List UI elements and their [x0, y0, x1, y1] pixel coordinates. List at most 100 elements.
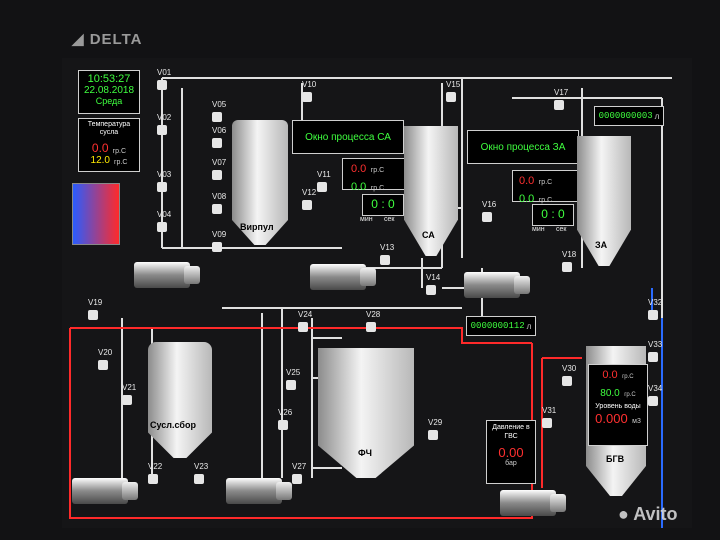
avito-watermark-text: Avito: [633, 504, 678, 524]
whirlpool-label: Вирпул: [240, 222, 274, 232]
flow-meter-mid-value: 0000000112: [470, 321, 525, 331]
valve-v04[interactable]: [157, 222, 167, 232]
wort-temp-panel: Температура сусла 0.0 гр.С 12.0 гр.С: [78, 118, 140, 172]
valve-label-v22: V22: [148, 462, 163, 471]
valve-v13[interactable]: [380, 255, 390, 265]
window-za-unit1: гр.С: [538, 179, 553, 186]
valve-v05[interactable]: [212, 112, 222, 122]
valve-v29[interactable]: [428, 430, 438, 440]
valve-v06[interactable]: [212, 138, 222, 148]
valve-v21[interactable]: [122, 395, 132, 405]
valve-v07[interactable]: [212, 170, 222, 180]
valve-v16[interactable]: [482, 212, 492, 222]
pump-1[interactable]: [134, 262, 200, 288]
valve-v17[interactable]: [554, 100, 564, 110]
window-sa-unit1: гр.С: [370, 167, 385, 174]
bgv-level-unit: м3: [632, 418, 641, 425]
valve-v01[interactable]: [157, 80, 167, 90]
pump-6[interactable]: [500, 490, 566, 516]
brand-text: DELTA: [89, 31, 143, 48]
bgv-temp2: 80.0: [600, 388, 620, 399]
window-za-unit2: гр.С: [538, 197, 553, 204]
valve-v27[interactable]: [292, 474, 302, 484]
pump-3[interactable]: [464, 272, 530, 298]
valve-label-v29: V29: [428, 418, 443, 427]
valve-label-v07: V07: [212, 158, 227, 167]
sa-label: СА: [422, 230, 435, 240]
valve-label-v27: V27: [292, 462, 307, 471]
wort-temp-unit-2: гр.С: [114, 159, 128, 166]
bgv-panel: 0.0 гр.С 80.0 гр.С Уровень воды 0.000 м3: [588, 364, 648, 446]
valve-v15[interactable]: [446, 92, 456, 102]
fch-label: ФЧ: [358, 448, 372, 458]
window-za-title[interactable]: Окно процесса ЗА: [467, 130, 579, 164]
window-sa-temp1: 0.0: [351, 163, 367, 175]
valve-v12[interactable]: [302, 200, 312, 210]
valve-label-v34: V34: [648, 384, 663, 393]
flow-meter-mid: 0000000112 л: [466, 316, 536, 336]
valve-label-v15: V15: [446, 80, 461, 89]
valve-label-v06: V06: [212, 126, 227, 135]
valve-v26[interactable]: [278, 420, 288, 430]
valve-v11[interactable]: [317, 182, 327, 192]
window-sa-timer: 0 : 0: [362, 194, 404, 216]
valve-v22[interactable]: [148, 474, 158, 484]
valve-v02[interactable]: [157, 125, 167, 135]
valve-v10[interactable]: [302, 92, 312, 102]
valve-v33[interactable]: [648, 352, 658, 362]
window-sa-temp2: 0.0: [351, 181, 367, 193]
valve-label-v13: V13: [380, 243, 395, 252]
valve-v24[interactable]: [298, 322, 308, 332]
valve-label-v26: V26: [278, 408, 293, 417]
valve-v25[interactable]: [286, 380, 296, 390]
valve-v30[interactable]: [562, 376, 572, 386]
bgv-temp1: 0.0: [602, 369, 618, 381]
valve-v32[interactable]: [648, 310, 658, 320]
valve-label-v16: V16: [482, 200, 497, 209]
valve-label-v12: V12: [302, 188, 317, 197]
window-sa-title-text: Окно процесса СА: [305, 131, 391, 143]
valve-v03[interactable]: [157, 182, 167, 192]
clock-date: 22.08.2018: [83, 85, 135, 96]
fch-tank: [318, 348, 414, 478]
valve-label-v01: V01: [157, 68, 172, 77]
pump-2[interactable]: [310, 264, 376, 290]
valve-label-v08: V08: [212, 192, 227, 201]
valve-v28[interactable]: [366, 322, 376, 332]
flow-meter-top: 0000000003 л: [594, 106, 664, 126]
valve-label-v24: V24: [298, 310, 313, 319]
wort-temp-setpoint[interactable]: 12.0: [90, 155, 110, 166]
valve-v23[interactable]: [194, 474, 204, 484]
pressure-panel: Давление в ГВС 0.00 бар: [486, 420, 536, 484]
valve-label-v04: V04: [157, 210, 172, 219]
valve-label-v19: V19: [88, 298, 103, 307]
wort-temp-actual: 0.0: [91, 141, 109, 155]
valve-label-v14: V14: [426, 273, 441, 282]
valve-label-v05: V05: [212, 100, 227, 109]
clock-panel: 10:53:27 22.08.2018 Среда: [78, 70, 140, 114]
sa-tank: [404, 126, 458, 256]
window-za-temps: 0.0 гр.С 0.0 гр.С: [512, 170, 582, 205]
window-za-min: 0: [541, 207, 548, 221]
pump-5[interactable]: [226, 478, 292, 504]
valve-v18[interactable]: [562, 262, 572, 272]
valve-label-v32: V32: [648, 298, 663, 307]
window-za-sec: 0: [558, 207, 565, 221]
valve-v20[interactable]: [98, 360, 108, 370]
bgv-label: БГВ: [606, 454, 625, 464]
valve-v34[interactable]: [648, 396, 658, 406]
valve-v19[interactable]: [88, 310, 98, 320]
valve-v14[interactable]: [426, 285, 436, 295]
valve-v31[interactable]: [542, 418, 552, 428]
bgv-unit1: гр.С: [622, 374, 634, 380]
pressure-value: 0.00: [498, 445, 524, 460]
valve-v09[interactable]: [212, 242, 222, 252]
pump-4[interactable]: [72, 478, 138, 504]
window-sa-title[interactable]: Окно процесса СА: [292, 120, 404, 154]
valve-label-v25: V25: [286, 368, 301, 377]
valve-v08[interactable]: [212, 204, 222, 214]
window-sa-min: 0: [371, 197, 378, 211]
window-za-sec-label: сек: [556, 226, 567, 233]
heat-exchanger-icon: [72, 183, 120, 245]
valve-label-v33: V33: [648, 340, 663, 349]
